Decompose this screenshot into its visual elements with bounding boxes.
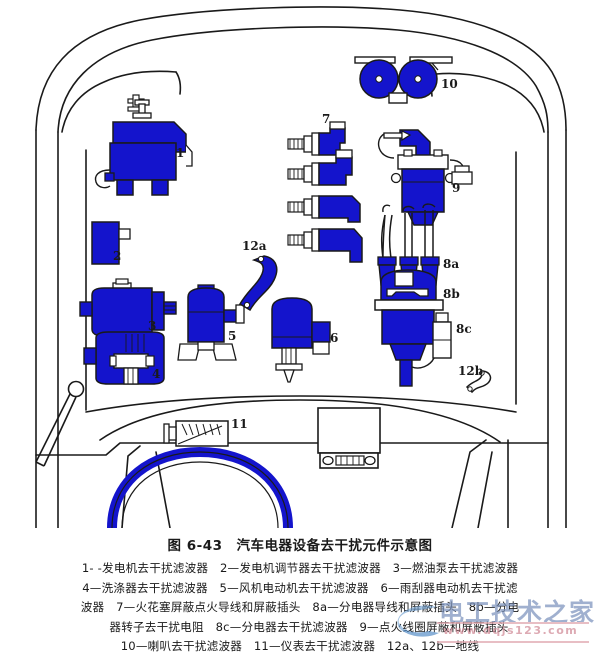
part-7-spark-plug-leads	[287, 121, 363, 263]
automotive-interference-suppression-diagram: 10 1	[35, 6, 567, 528]
callout-11: 11	[231, 417, 248, 431]
figure-title: 图 6-43 汽车电器设备去干扰元件示意图	[167, 538, 433, 554]
part-5-blower-motor-filter	[177, 284, 245, 361]
steering-wheel	[107, 446, 293, 528]
part-8-distributor-assembly	[374, 203, 452, 387]
center-console-radio	[317, 407, 381, 469]
part-1-alternator-filter	[94, 99, 193, 196]
callout-3: 3	[148, 319, 156, 333]
part-10-horn-filter	[354, 56, 453, 104]
legend-line-2: 4—洗涤器去干扰滤波器 5—风机电动机去干扰滤波器 6—雨刮器电动机去干扰滤	[82, 580, 518, 595]
callout-1: 1	[176, 146, 184, 160]
part-3-fuel-pump-filter	[79, 278, 177, 337]
callout-9: 9	[452, 181, 460, 195]
vehicle-body-outline	[35, 6, 567, 528]
callout-12b: 12b	[458, 364, 483, 378]
part-6-wiper-motor-filter	[271, 297, 331, 383]
antenna-rod	[35, 380, 85, 467]
callout-5: 5	[228, 329, 236, 343]
callout-7: 7	[322, 112, 330, 126]
diagram-figure: 10 1	[35, 6, 567, 528]
legend-line-5: 10—喇叭去干扰滤波器 11—仪表去干扰滤波器 12a、12b—地线	[120, 639, 480, 653]
callout-4: 4	[152, 367, 160, 381]
callout-10: 10	[441, 77, 458, 91]
legend-line-3: 波器 7—火花塞屏蔽点火导线和屏蔽插头 8a—分电器导线和屏蔽插头 8b—分电	[80, 600, 520, 614]
callout-12a: 12a	[242, 239, 267, 253]
callout-2: 2	[113, 249, 121, 263]
part-12a-ground-strap	[238, 255, 278, 312]
part-2-regulator-filter	[91, 221, 131, 265]
figure-caption-block: 图 6-43 汽车电器设备去干扰元件示意图 1- -发电机去干扰滤波器 2—发电…	[0, 528, 600, 657]
part-11-instrument-filter	[163, 420, 229, 447]
part-9-ignition-coil	[377, 129, 473, 226]
callout-8a: 8a	[443, 257, 459, 271]
legend-line-4: 器转子去干扰电阻 8c—分电器去干扰滤波器 9—点火线圈屏蔽和屏蔽插头	[109, 619, 509, 634]
part-4-washer-filter	[83, 331, 165, 385]
part-12b-ground-strap	[465, 370, 492, 394]
dashboard-cowl	[35, 395, 549, 528]
callout-6: 6	[330, 331, 338, 345]
legend-line-1: 1- -发电机去干扰滤波器 2—发电机调节器去干扰滤波器 3—燃油泵去干扰滤波器	[81, 561, 519, 575]
callout-8b: 8b	[443, 287, 460, 301]
callout-8c: 8c	[456, 322, 472, 336]
